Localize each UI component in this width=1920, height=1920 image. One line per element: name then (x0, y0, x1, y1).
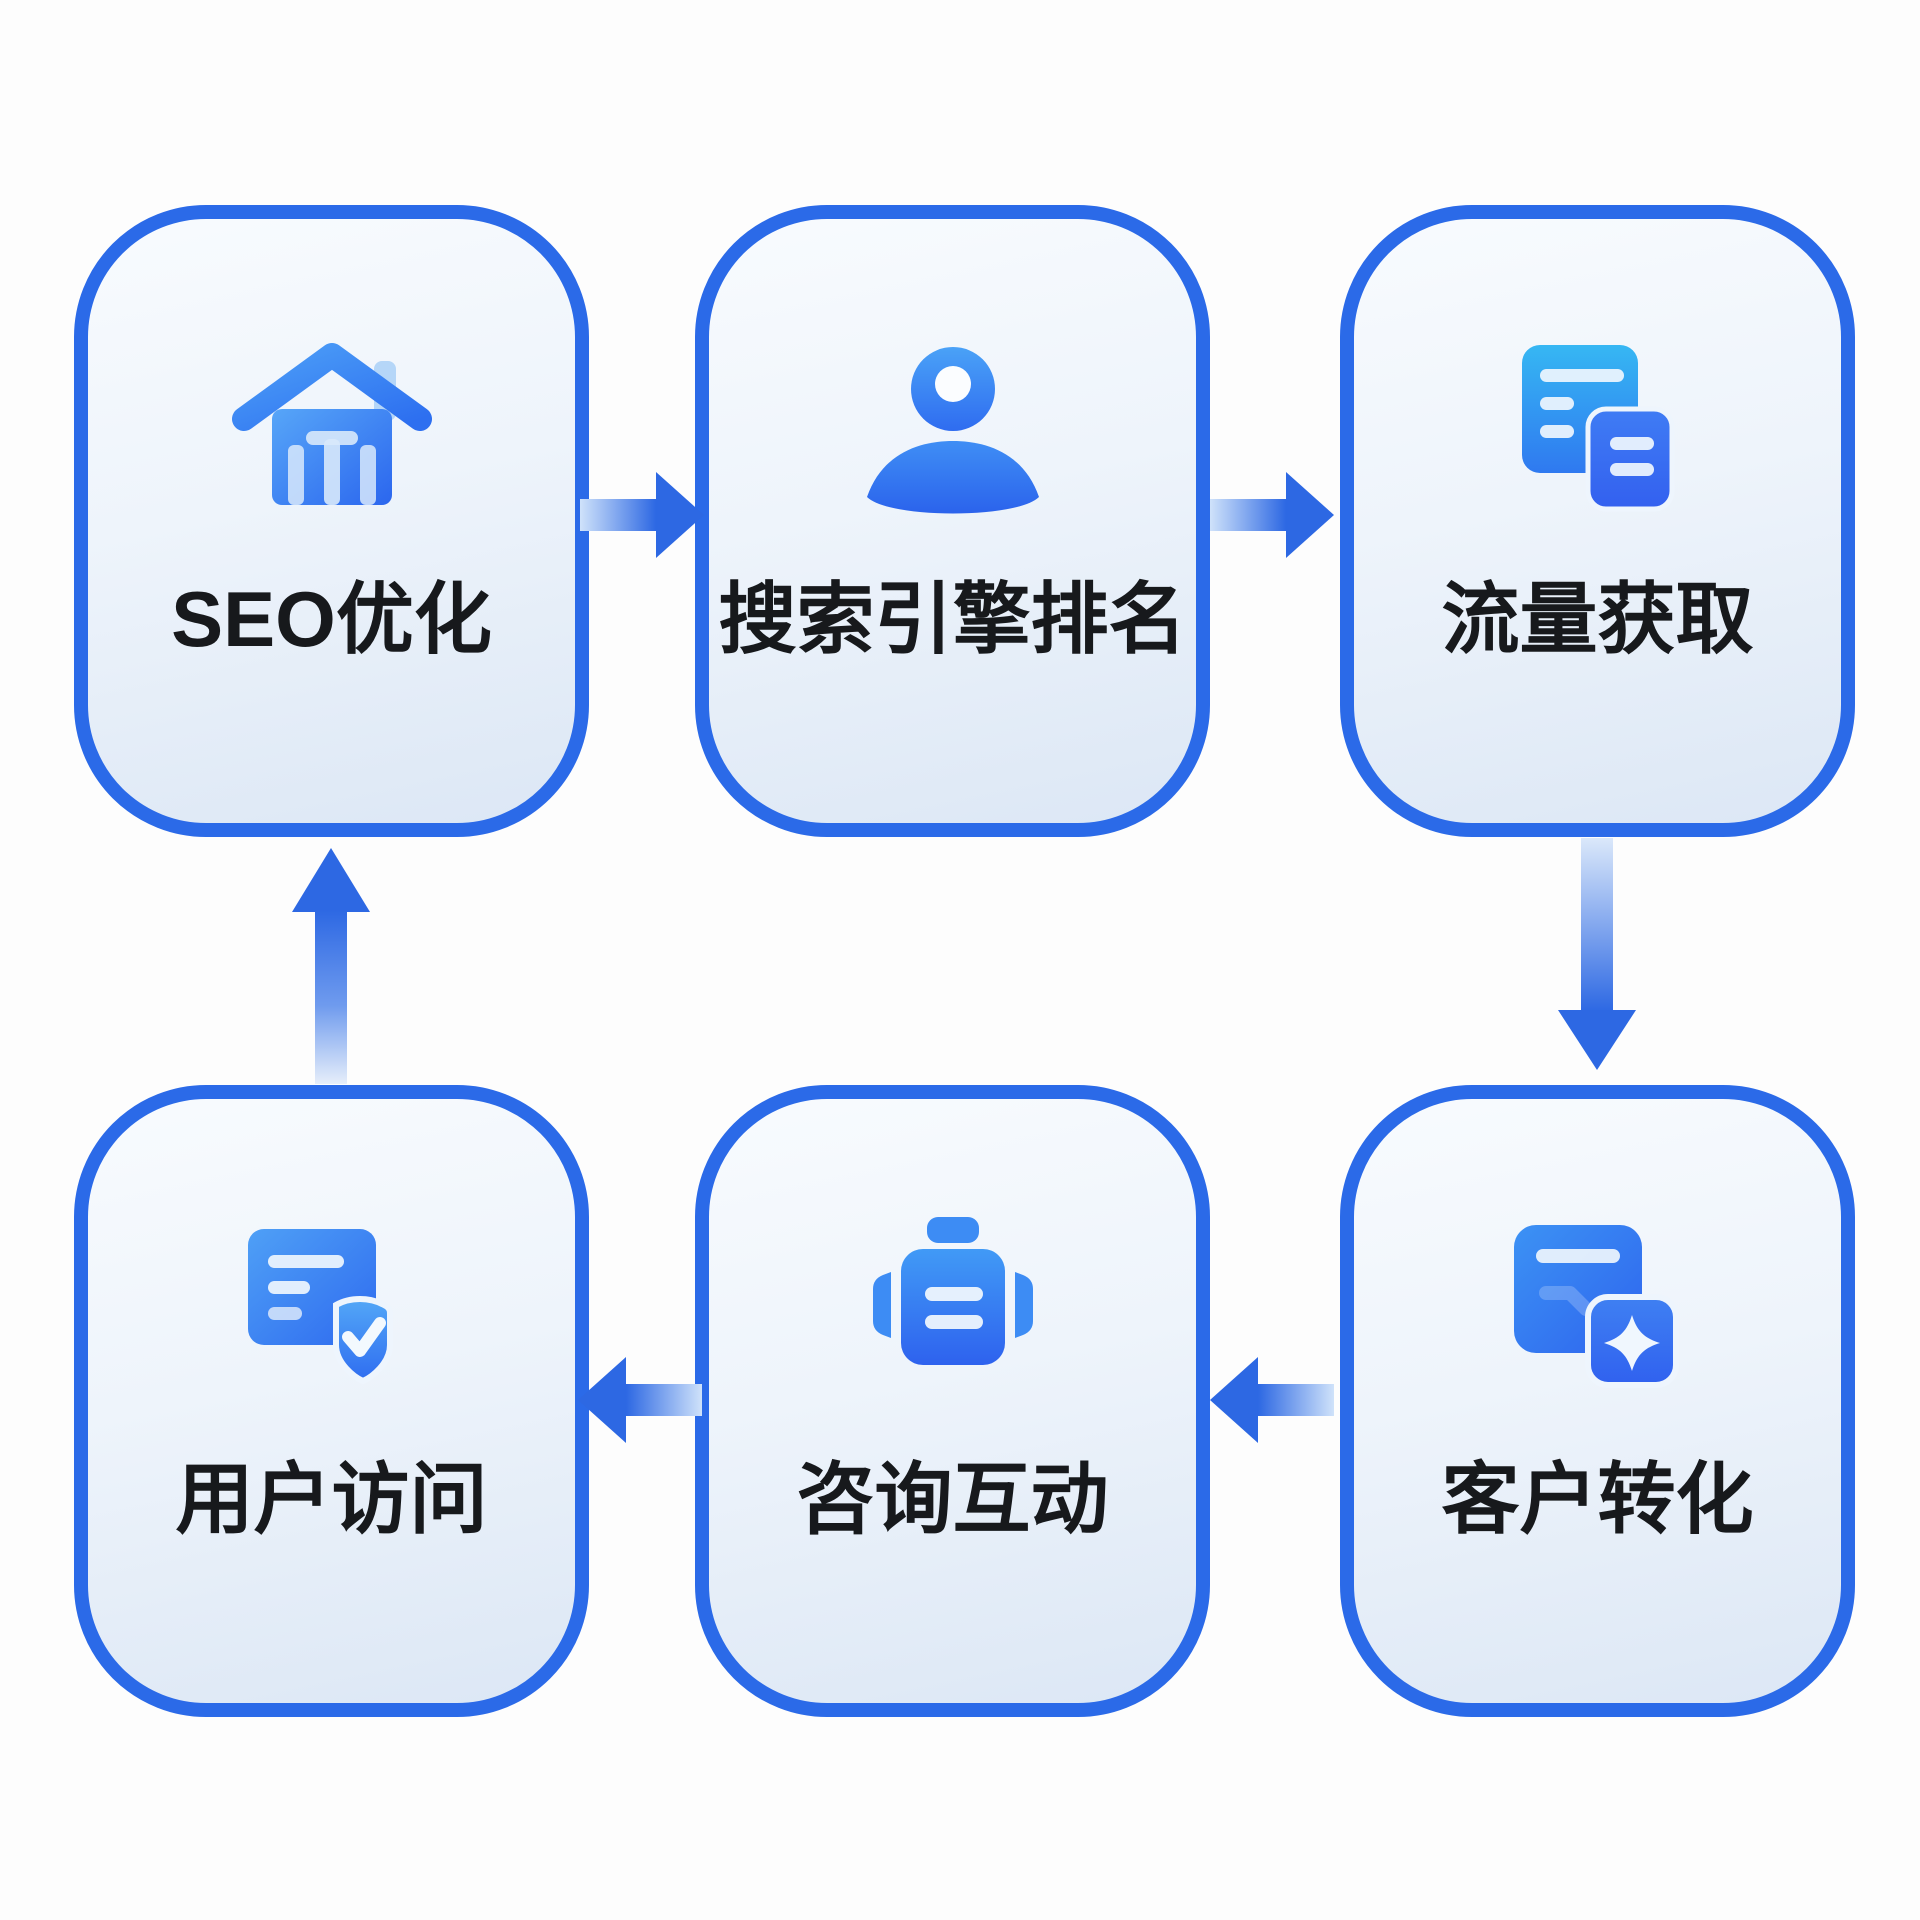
node-conversion: 客户转化 (1340, 1085, 1855, 1717)
document-check-icon (232, 1209, 432, 1409)
node-label: 搜索引擎排名 (718, 575, 1187, 663)
arrow-left-icon (574, 1345, 706, 1455)
arrow-down-icon (1544, 838, 1650, 1072)
documents-icon (1498, 329, 1698, 529)
node-label: SEO优化 (171, 575, 492, 663)
arrow-left-icon (1206, 1345, 1338, 1455)
document-sparkle-icon (1498, 1209, 1698, 1409)
arrow-right-icon (1206, 460, 1338, 570)
node-label: 流量获取 (1441, 575, 1754, 663)
node-label: 用户访问 (175, 1455, 488, 1543)
node-visit: 用户访问 (74, 1085, 589, 1717)
arrow-up-icon (278, 846, 384, 1086)
home-icon (231, 329, 432, 529)
node-seo: SEO优化 (74, 205, 589, 837)
robot-icon (853, 1209, 1053, 1409)
arrow-right-icon (576, 460, 708, 570)
node-traffic: 流量获取 (1340, 205, 1855, 837)
node-interaction: 咨询互动 (695, 1085, 1210, 1717)
user-icon (853, 329, 1053, 529)
node-label: 客户转化 (1441, 1455, 1754, 1543)
node-ranking: 搜索引擎排名 (695, 205, 1210, 837)
node-label: 咨询互动 (796, 1455, 1109, 1543)
